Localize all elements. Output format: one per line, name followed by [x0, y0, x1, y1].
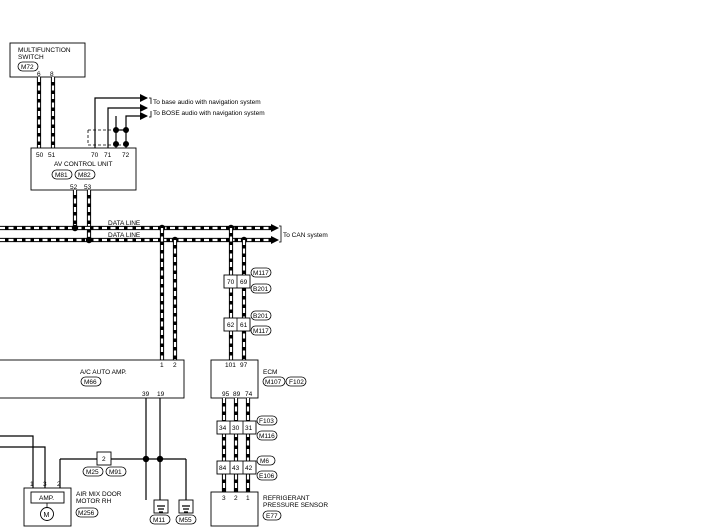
nav-note-bose: To BOSE audio with navigation system	[153, 110, 265, 117]
intermediate-connector: 2 M25 M91	[82, 451, 127, 477]
data-lines: DATA LINE DATA LINE To CAN system	[0, 220, 328, 244]
sensor-pin-2: 2	[234, 495, 238, 502]
data-line-label-1: DATA LINE	[108, 220, 141, 227]
ground-connector-m11: M11	[153, 517, 166, 524]
junction-4-pin-84: 84	[219, 465, 227, 472]
ground-connectors: M11 M55	[149, 499, 197, 525]
ecm-pin-74: 74	[245, 391, 253, 398]
ecm-pin-97: 97	[240, 362, 248, 369]
sensor-name-2: PRESSURE SENSOR	[263, 502, 328, 509]
av-pin-50: 50	[36, 152, 44, 159]
ac-auto-amp-connector: M66	[84, 379, 97, 386]
intermediate-connector-m25: M25	[86, 469, 99, 476]
sensor-pin-1: 1	[246, 495, 250, 502]
ecm: 101 97 95 89 74 ECM M107 F102	[210, 359, 307, 399]
junction-4-pin-43: 43	[232, 465, 240, 472]
motor-name-2: MOTOR RH	[76, 498, 112, 505]
junction-2: 62 61 B201 M117	[223, 310, 272, 336]
junction-1-connector-top: M117	[253, 270, 269, 277]
navigation-wires: To base audio with navigation system To …	[87, 94, 265, 148]
av-connector-m82: M82	[78, 172, 91, 179]
junction-4-pin-42: 42	[245, 465, 253, 472]
av-control-unit-name: AV CONTROL UNIT	[54, 161, 113, 168]
junction-2-pin-61: 61	[240, 322, 248, 329]
multifunction-switch: MULTIFUNCTION SWITCH M72 6 8	[9, 42, 86, 78]
junction-3: 34 30 31 F103 M116	[216, 415, 278, 441]
junction-3-connector-bottom: M116	[259, 433, 275, 440]
ac-pin-19: 19	[157, 391, 165, 398]
ac-pin-1: 1	[160, 362, 164, 369]
junction-4: 84 43 42 M6 E106	[216, 455, 278, 481]
intermediate-connector-m91: M91	[109, 469, 122, 476]
ecm-connector-m107: M107	[265, 379, 282, 386]
motor-pin-2: 2	[57, 481, 61, 488]
data-line-to-ac-wires	[159, 228, 178, 360]
ac-pin-2: 2	[173, 362, 177, 369]
ecm-name: ECM	[263, 369, 277, 376]
motor-pin-1: 1	[30, 481, 34, 488]
junction-4-connector-top: M6	[260, 458, 269, 465]
ecm-pin-89: 89	[233, 391, 241, 398]
sensor-name-1: REFRIGERANT	[263, 495, 310, 502]
junction-2-pin-62: 62	[227, 322, 235, 329]
av-connector-m81: M81	[55, 172, 68, 179]
multifunction-switch-pin-8: 8	[50, 71, 54, 78]
motor-amp-label: AMP.	[39, 495, 54, 502]
intermediate-pin: 2	[102, 456, 106, 463]
av-pin-52: 52	[70, 184, 78, 191]
motor-symbol: M	[44, 512, 50, 519]
motor-connector: M256	[78, 510, 95, 517]
av-control-unit: 50 51 70 71 72 AV CONTROL UNIT M81 M82 5…	[30, 147, 137, 191]
junction-1-connector-bottom: B201	[253, 286, 269, 293]
junction-3-connector-top: F103	[259, 418, 274, 425]
ecm-connector-f102: F102	[289, 379, 304, 386]
ecm-pin-95: 95	[222, 391, 230, 398]
junction-3-pin-30: 30	[232, 425, 240, 432]
junction-3-pin-34: 34	[219, 425, 227, 432]
multifunction-switch-name-2: SWITCH	[18, 54, 44, 61]
refrigerant-pressure-sensor: 3 2 1 REFRIGERANT PRESSURE SENSOR E77	[210, 491, 328, 527]
junction-1-pin-69: 69	[240, 279, 248, 286]
junction-3-pin-31: 31	[245, 425, 253, 432]
ac-auto-amp-name: A/C AUTO AMP.	[80, 369, 127, 376]
av-pin-71: 71	[104, 152, 112, 159]
ground-connector-m55: M55	[179, 517, 192, 524]
sensor-pin-3: 3	[222, 495, 226, 502]
data-line-label-2: DATA LINE	[108, 232, 141, 239]
junction-1: 70 69 M117 B201	[223, 267, 272, 294]
ac-pin-39: 39	[142, 391, 150, 398]
multifunction-switch-name-1: MULTIFUNCTION	[18, 47, 71, 54]
motor-name-1: AIR MIX DOOR	[76, 491, 122, 498]
av-pin-53: 53	[84, 184, 92, 191]
av-pin-51: 51	[48, 152, 56, 159]
av-pin-72: 72	[122, 152, 130, 159]
can-system-note: To CAN system	[283, 232, 328, 239]
multifunction-switch-connector: M72	[21, 64, 34, 71]
ecm-pin-101: 101	[225, 362, 236, 369]
switch-to-av-wires	[36, 77, 56, 148]
junction-4-connector-bottom: E106	[259, 473, 275, 480]
motor-icon	[40, 507, 54, 521]
ac-auto-amp: 1 2 A/C AUTO AMP. M66 39 19	[0, 359, 185, 399]
av-pin-70: 70	[91, 152, 99, 159]
motor-pin-3: 3	[43, 481, 47, 488]
multifunction-switch-pin-6: 6	[37, 71, 41, 78]
air-mix-door-motor: 1 3 2 AMP. M AIR MIX DOOR MOTOR RH M256	[23, 481, 122, 527]
data-line-to-ecm-wires	[228, 228, 247, 360]
nav-note-base: To base audio with navigation system	[153, 99, 261, 106]
sensor-connector: E77	[266, 513, 278, 520]
av-to-data-line-wires	[72, 190, 92, 240]
ecm-to-sensor-wires	[221, 398, 251, 492]
junction-2-connector-bottom: M117	[253, 328, 269, 335]
junction-1-pin-70: 70	[227, 279, 235, 286]
junction-2-connector-top: B201	[253, 313, 269, 320]
ac-lower-wires	[0, 398, 187, 500]
